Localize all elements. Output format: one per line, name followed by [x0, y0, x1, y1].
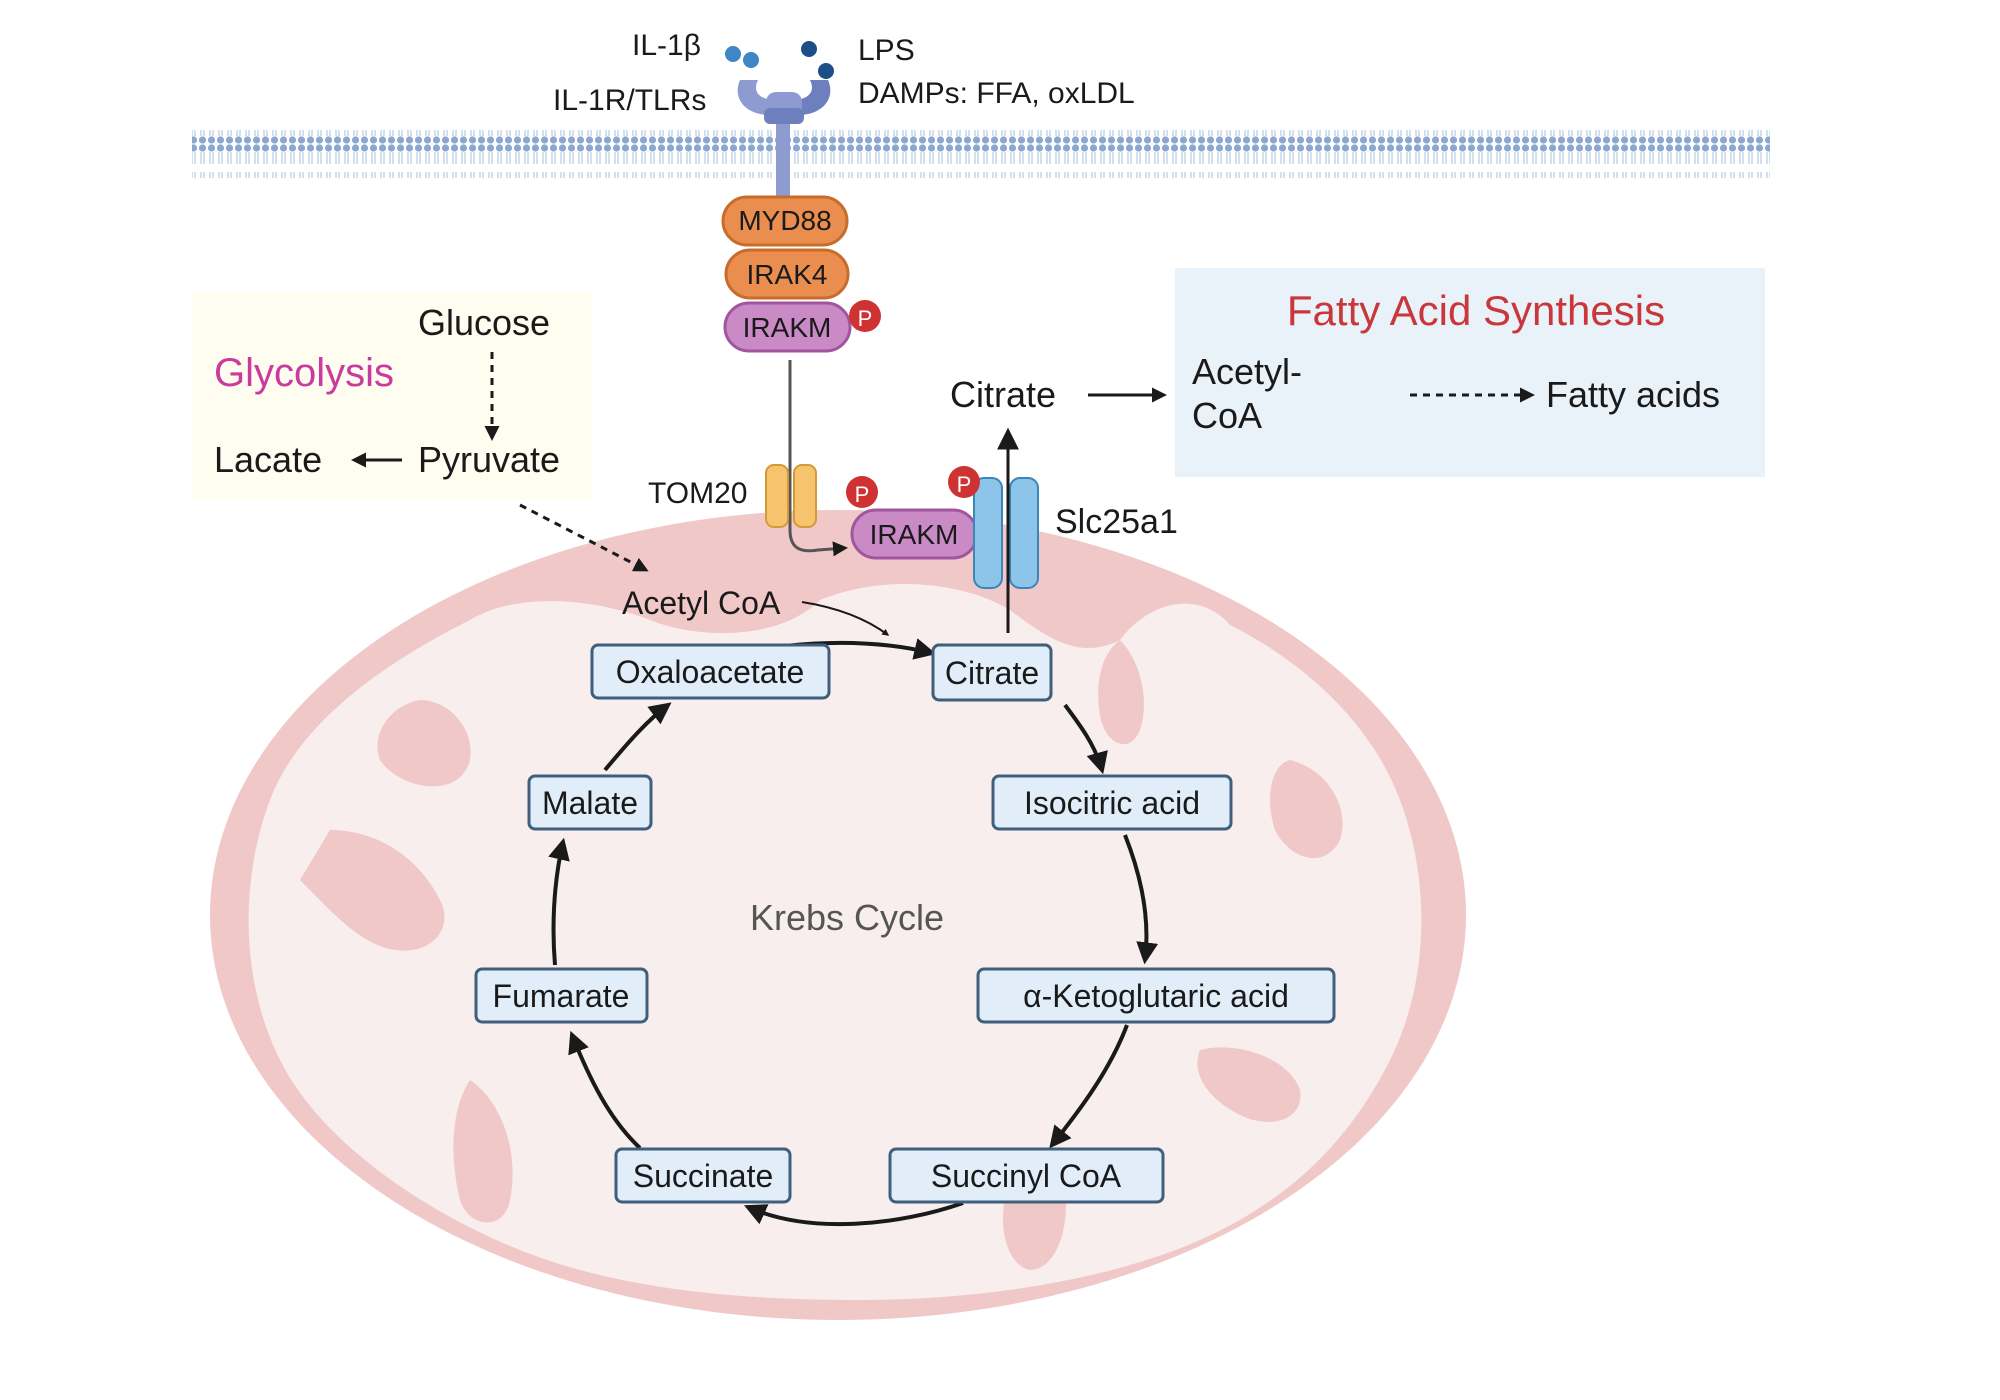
plasma-membrane [192, 130, 1770, 178]
receptor-label: IL-1R/TLRs [553, 84, 706, 117]
isocitric-acid-label: Isocitric acid [1024, 785, 1200, 821]
cycle-arrow-succinyl-succinate [743, 1201, 964, 1227]
fumarate-label: Fumarate [493, 978, 630, 1014]
slc25a1-channel [973, 477, 1039, 589]
lps-label: LPS [858, 34, 915, 67]
damp-molecule [818, 63, 834, 79]
cycle-node-succinyl-coa [888, 1147, 1165, 1204]
tom20-channel [765, 464, 817, 528]
fas-acetyl-label-line2: CoA [1192, 395, 1262, 436]
pyruvate-label: Pyruvate [418, 439, 560, 480]
mitochondrion-inner-matrix [248, 583, 1422, 1300]
il1b-molecule [743, 52, 759, 68]
pyruvate-to-acetylcoa-arrow [519, 503, 649, 572]
cycle-arrow-citrate-isocitric [1063, 703, 1108, 775]
cytosolic-citrate-label: Citrate [950, 374, 1056, 415]
cycle-arrow-isocitric-ketoglutaric [1123, 834, 1159, 965]
damps-label: DAMPs: FFA, oxLDL [858, 77, 1135, 110]
phospho-label: P [855, 482, 870, 507]
glucose-label: Glucose [418, 302, 550, 343]
cycle-node-isocitric-acid [991, 774, 1233, 831]
phospho-badge [846, 476, 878, 508]
crista-fold [377, 700, 471, 787]
cycle-arrow-succinate-fumarate [568, 1030, 642, 1150]
oxaloacetate-label: Oxaloacetate [616, 654, 805, 690]
crista-fold [300, 830, 445, 951]
crista-fold [1098, 640, 1144, 745]
lactate-label: Lacate [214, 439, 322, 480]
cycle-node-ketoglutaric-acid [976, 967, 1336, 1024]
glycolysis-panel: Glycolysis Glucose Pyruvate Lacate [192, 292, 592, 500]
myd88-protein [721, 195, 849, 247]
lps-molecule [801, 41, 817, 57]
malate-label: Malate [542, 785, 638, 821]
fatty-acids-label: Fatty acids [1546, 374, 1720, 415]
fas-title: Fatty Acid Synthesis [1287, 287, 1665, 334]
acetyl-coa-label: Acetyl CoA [622, 585, 781, 621]
ketoglutaric-acid-label: α-Ketoglutaric acid [1023, 978, 1289, 1014]
citrate-label: Citrate [945, 655, 1039, 691]
irakm-translocation-arrow [788, 360, 848, 557]
succinyl-coa-label: Succinyl CoA [931, 1158, 1122, 1194]
cycle-node-succinate [614, 1147, 792, 1204]
irakm-mito-label: IRAKM [870, 519, 959, 550]
irak4-protein [724, 248, 850, 300]
glycolysis-title: Glycolysis [214, 351, 394, 395]
irak4-label: IRAK4 [747, 259, 828, 290]
mitochondrion [210, 510, 1466, 1320]
glycolysis-background [192, 292, 592, 500]
il1b-label: IL-1β [632, 29, 701, 62]
irakm-protein [723, 301, 852, 353]
cycle-arrow-fumarate-malate [548, 837, 570, 966]
cycle-arrow-ketoglutaric-succinyl [1049, 1024, 1129, 1149]
tom20-label: TOM20 [648, 477, 747, 510]
krebs-cycle: Acetyl CoA Krebs Cycle Oxaloacetate Citr… [474, 585, 1336, 1227]
il1b-molecule [725, 46, 741, 62]
acetylcoa-to-citrate-arrow [801, 601, 890, 636]
cycle-node-oxaloacetate [590, 643, 831, 700]
succinate-label: Succinate [633, 1158, 774, 1194]
phospho-label: P [957, 472, 972, 497]
slc25a1-label: Slc25a1 [1055, 503, 1178, 541]
cycle-node-fumarate [474, 967, 649, 1024]
phospho-label: P [858, 306, 873, 331]
crista-fold [1270, 760, 1343, 859]
phospho-badge [948, 466, 980, 498]
cycle-node-citrate [931, 643, 1053, 702]
cycle-arrow-malate-oxaloacetate [603, 702, 672, 772]
myd88-label: MYD88 [738, 205, 831, 236]
fas-acetyl-label: Acetyl- [1192, 351, 1302, 392]
irakm-label: IRAKM [743, 312, 832, 343]
il1r-tlr-receptor-icon [737, 80, 831, 205]
ligand-receptor-group: IL-1β IL-1R/TLRs LPS DAMPs: FFA, oxLDL [553, 29, 1135, 205]
krebs-cycle-title: Krebs Cycle [750, 897, 944, 938]
phospho-badge [849, 300, 881, 332]
adaptor-stack: MYD88 IRAK4 IRAKM P [721, 195, 881, 353]
fatty-acid-synthesis-panel: Fatty Acid Synthesis Acetyl- CoA Fatty a… [1175, 268, 1765, 477]
crista-fold [1197, 1047, 1301, 1122]
fas-background [1175, 268, 1765, 477]
cycle-node-malate [527, 774, 653, 831]
crista-fold [453, 1080, 513, 1223]
lipid-bilayer [192, 130, 1770, 178]
